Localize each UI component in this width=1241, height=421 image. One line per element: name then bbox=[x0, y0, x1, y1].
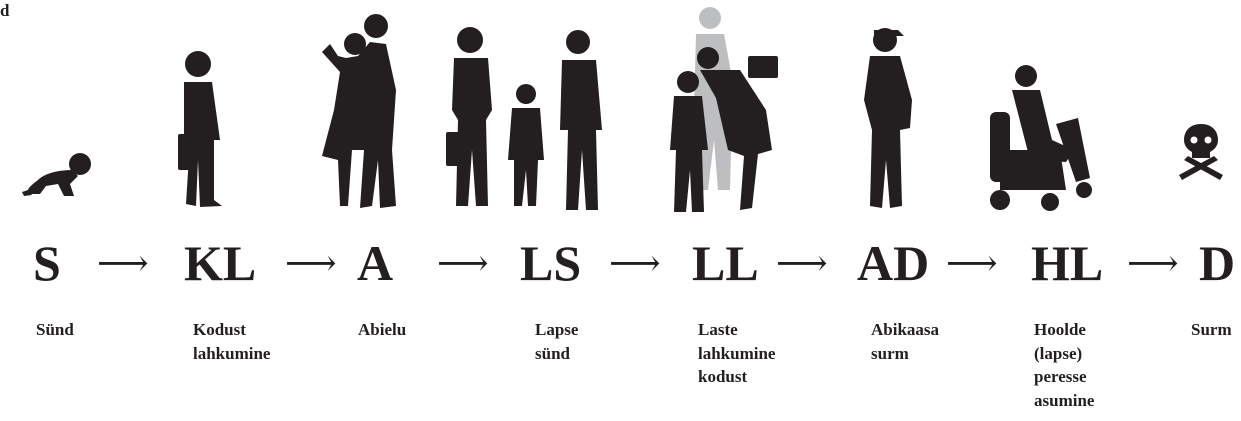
arrow-7: ⟶ bbox=[1127, 243, 1179, 284]
stage-code-ad: AD bbox=[857, 235, 930, 291]
arrow-1: ⟶ bbox=[97, 243, 149, 284]
stage-code-d: D bbox=[1199, 235, 1236, 291]
arrow-4: ⟶ bbox=[609, 243, 661, 284]
stage-label-ll: Laste lahkumine kodust bbox=[698, 320, 776, 386]
stage-label-s: Sünd bbox=[36, 320, 74, 339]
stage-label-kl: Kodust lahkumine bbox=[193, 320, 271, 363]
corner-text: d bbox=[0, 1, 10, 20]
arrow-5: ⟶ bbox=[776, 243, 828, 284]
crawling-baby-icon bbox=[22, 153, 91, 196]
stage-code-a: A bbox=[357, 235, 394, 291]
stage-label-hl: Hoolde (lapse) peresse asumine bbox=[1034, 320, 1095, 410]
person-in-wheelchair-icon bbox=[990, 65, 1092, 211]
man-with-briefcase-icon bbox=[178, 51, 222, 207]
stage-label-ad: Abikaasa surm bbox=[871, 320, 940, 363]
stage-label-a: Abielu bbox=[358, 320, 407, 339]
dancing-couple-icon bbox=[322, 14, 396, 208]
arrow-3: ⟶ bbox=[437, 243, 489, 284]
arrow-2: ⟶ bbox=[285, 243, 337, 284]
old-man-with-cap-icon bbox=[864, 28, 912, 208]
stage-label-d: Surm bbox=[1191, 320, 1232, 339]
stage-code-s: S bbox=[33, 235, 61, 291]
arrow-6: ⟶ bbox=[946, 243, 998, 284]
skull-and-crossbones-icon bbox=[1179, 124, 1223, 180]
stage-label-ls: Lapse sünd bbox=[535, 320, 579, 363]
stage-code-ll: LL bbox=[692, 235, 759, 291]
stage-code-ls: LS bbox=[520, 235, 582, 291]
family-with-child-icon bbox=[446, 27, 602, 210]
child-leaving-home-icon bbox=[670, 7, 778, 212]
stage-code-kl: KL bbox=[184, 235, 257, 291]
stage-code-hl: HL bbox=[1031, 235, 1104, 291]
